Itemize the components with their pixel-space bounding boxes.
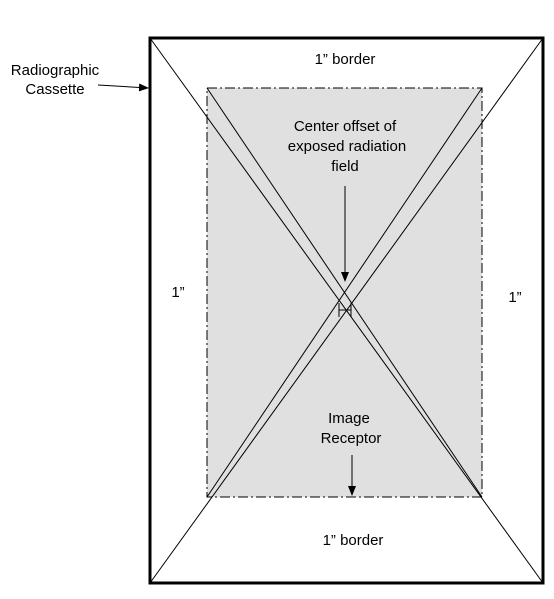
receptor-label-line1: Image <box>328 410 370 427</box>
right-margin-label: 1” <box>508 289 521 306</box>
offset-label-line2: exposed radiation <box>288 138 406 155</box>
top-border-label: 1” border <box>315 51 376 68</box>
offset-label-line3: field <box>331 158 359 175</box>
cassette-arrow <box>97 83 149 92</box>
field-diagonal-2 <box>206 87 483 498</box>
bottom-border-label: 1” border <box>323 532 384 549</box>
cassette-label-line1: Radiographic <box>11 62 100 79</box>
receptor-label-line2: Receptor <box>321 430 382 447</box>
left-margin-label: 1” <box>171 284 184 301</box>
center-offset-marker <box>338 303 352 317</box>
cassette-outline <box>148 36 545 585</box>
offset-label-line1: Center offset of <box>294 118 397 135</box>
cassette-label-line2: Cassette <box>25 81 84 98</box>
